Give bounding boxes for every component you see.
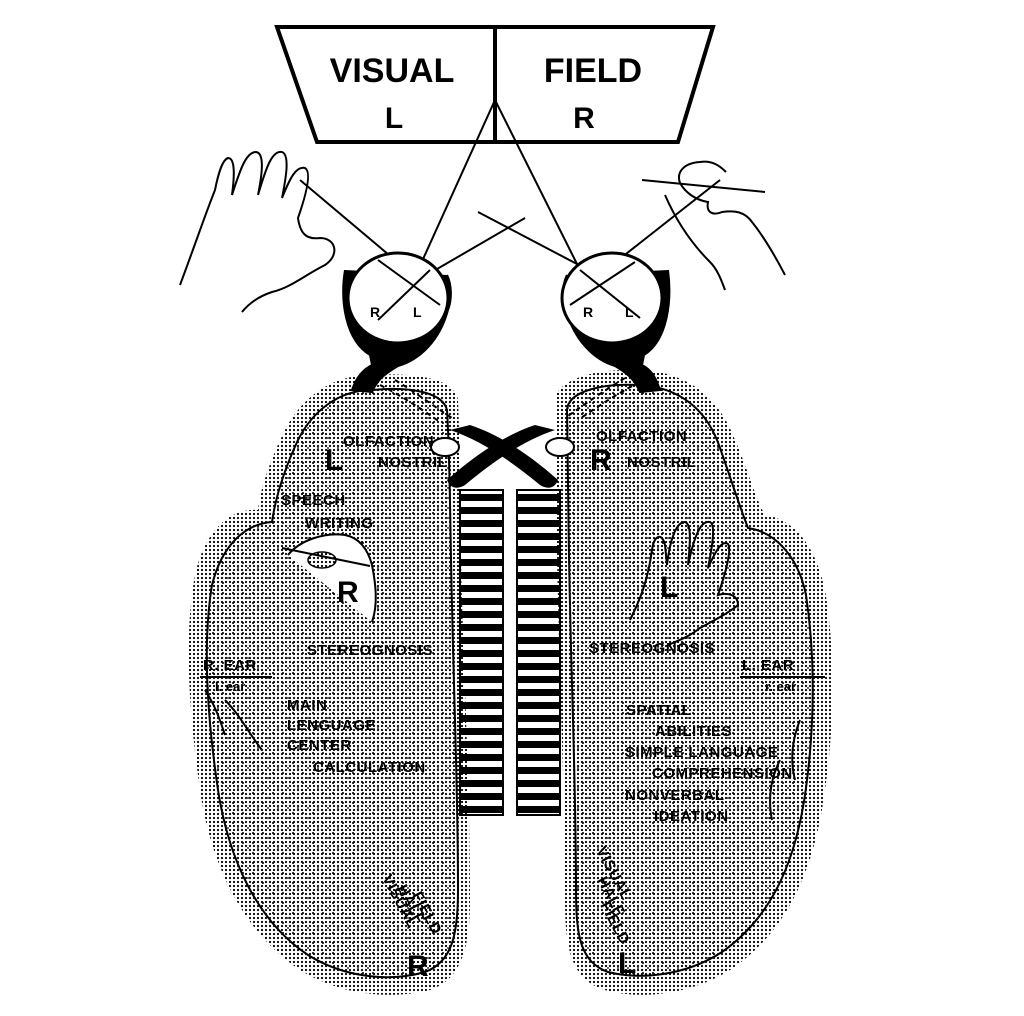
left-ear-minor-label: l. ear [215, 679, 245, 694]
center-label: CENTER [287, 737, 352, 754]
right-stereognosis-label: STEREOGNOSIS [589, 640, 715, 657]
optic-chiasm [430, 425, 575, 488]
left-hemisphere-letter: L [325, 444, 343, 477]
right-olfaction-label: OLFACTION [596, 428, 687, 445]
right-ear-minor-label: r. ear [765, 679, 796, 694]
visual-field-right-letter: R [573, 102, 595, 135]
visual-label: VISUAL [330, 52, 455, 90]
writing-label: WRITING [305, 515, 374, 532]
ideation-label: IDEATION [654, 808, 729, 825]
visual-field-box [274, 25, 716, 144]
language-label: LENGUAGE [287, 717, 376, 734]
left-hemisphere-body [205, 387, 460, 979]
right-ear-main-label: L. EAR [742, 657, 794, 674]
left-field-letter: R [407, 950, 429, 983]
comprehension-label: COMPREHENSION [652, 765, 793, 782]
left-eye-l-label: L [413, 304, 422, 320]
right-hemisphere [555, 369, 833, 995]
right-nostril-label: NOSTRIL [627, 454, 696, 471]
field-label: FIELD [544, 52, 642, 90]
right-hemisphere-hand [629, 520, 740, 646]
right-eye-l-label: L [625, 304, 634, 320]
left-hand-letter: R [337, 576, 359, 609]
main-label: MAIN [287, 697, 327, 714]
right-field-letter: L [618, 947, 636, 980]
nonverbal-label: NONVERBAL [625, 787, 725, 804]
corpus-callosum [459, 489, 561, 816]
left-ear-main-label: R. EAR [203, 657, 257, 674]
right-eye [560, 251, 671, 394]
left-eye-r-label: R [370, 304, 380, 320]
calculation-label: CALCULATION [313, 759, 426, 776]
simple-language-label: SIMPLE LANGUAGE [625, 744, 778, 761]
left-olfaction-label: OLFACTION [343, 433, 434, 450]
right-hand-writing [641, 160, 786, 291]
abilities-label: ABILITIES [655, 723, 732, 740]
visual-field-left-letter: L [385, 102, 403, 135]
left-eye [342, 251, 452, 394]
left-hand-raised [179, 150, 336, 313]
left-nostril-label: NOSTRIL [378, 454, 447, 471]
left-hemisphere [188, 374, 470, 995]
right-hand-letter: L [660, 571, 678, 604]
left-hemisphere-writing-hand [281, 533, 377, 623]
left-stereognosis-label: STEREOGNOSIS [307, 642, 433, 659]
right-hemisphere-letter: R [590, 444, 612, 477]
right-eye-r-label: R [583, 304, 593, 320]
right-hemisphere-body [565, 383, 814, 977]
speech-label: SPEECH [281, 492, 346, 509]
spatial-label: SPATIAL [626, 702, 691, 719]
